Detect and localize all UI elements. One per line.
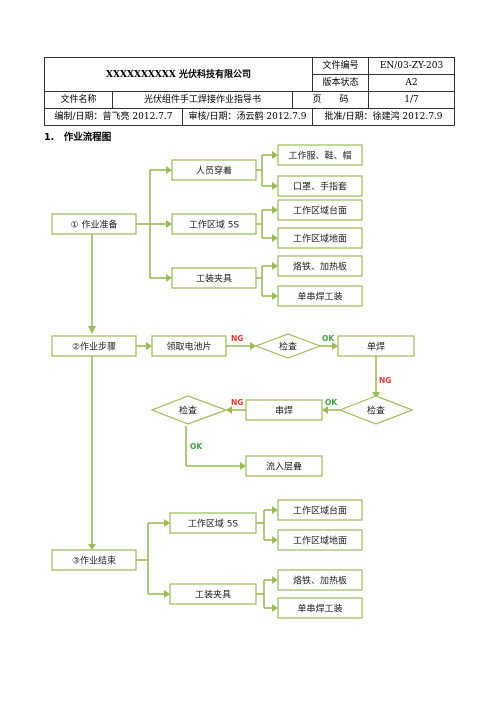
node-stack: 流入层叠 [245,455,323,477]
node-check-1-label: 检查 [279,341,297,353]
node-fixture-1b-label: 烙铁、加热板 [293,575,347,587]
node-end: ③作业结束 [51,549,137,571]
node-prep-label: ① 作业准备 [71,219,118,231]
node-area-2b-label: 工作区域地面 [293,535,347,547]
node-fixture-2b-label: 单串焊工装 [297,603,342,615]
node-attire-label: 人员穿着 [196,165,232,177]
node-prep: ① 作业准备 [51,213,137,235]
node-check-2: 检查 [338,395,414,425]
node-string-weld: 串焊 [245,399,323,421]
ng-label-3: NG [231,398,243,407]
node-check-3-label: 检查 [179,405,197,417]
node-area-2a-label: 工作区域地面 [293,233,347,245]
compiled-by: 编制/日期：曾飞亮 2012.7.7 [44,108,183,126]
ok-label-3: OK [190,442,203,451]
node-area5s-a: 工作区域 5S [171,213,257,235]
node-area5s-b-label: 工作区域 5S [188,518,239,530]
node-area-2b: 工作区域地面 [277,529,363,551]
arrowheads [88,151,380,612]
ng-label-1: NG [231,334,243,343]
node-area-2a: 工作区域地面 [277,227,363,249]
node-area-1a-label: 工作区域台面 [293,205,347,217]
section-title: 1. 作业流程图 [44,132,112,143]
node-area-1b: 工作区域台面 [277,499,363,521]
node-steps: ②作业步骤 [51,335,137,357]
reviewed-by: 审核/日期：汤云鹤 2012.7.9 [181,108,314,126]
ok-label-2: OK [325,398,338,407]
node-attire-2: 口罩、手指套 [277,175,363,197]
node-fixture-2b: 单串焊工装 [277,597,363,619]
ok-label-1: OK [322,334,335,343]
node-stack-label: 流入层叠 [266,461,302,473]
node-attire-1-label: 工作服、鞋、帽 [288,150,351,162]
node-fixture-b-label: 工装夹具 [195,589,231,601]
node-string-weld-label: 串焊 [275,405,293,417]
node-get-cells-label: 领取电池片 [166,341,211,353]
node-fixture-1b: 烙铁、加热板 [277,569,363,591]
approved-by: 批准/日期：徐建鸿 2012.7.9 [312,108,456,126]
ng-label-2: NG [379,376,391,385]
node-check-1: 检查 [254,333,322,359]
node-attire-2-label: 口罩、手指套 [293,181,347,193]
node-attire-1: 工作服、鞋、帽 [277,144,363,166]
node-fixture-a: 工装夹具 [171,267,257,289]
node-fixture-2a-label: 单串焊工装 [297,291,342,303]
node-attire: 人员穿着 [171,159,257,181]
node-fixture-a-label: 工装夹具 [196,273,232,285]
connector-lines [91,154,377,609]
node-check-2-label: 检查 [367,405,385,417]
node-area5s-a-label: 工作区域 5S [189,219,240,231]
node-area5s-b: 工作区域 5S [169,512,257,534]
node-check-3: 检查 [150,395,228,425]
node-fixture-2a: 单串焊工装 [277,285,363,307]
node-area-1b-label: 工作区域台面 [293,505,347,517]
node-fixture-b: 工装夹具 [169,583,257,605]
document-header-table: XXXXXXXXXX 光伏科技有限公司 文件编号 EN/03-ZY-203 版本… [43,57,456,126]
node-fixture-1a: 烙铁、加热板 [277,255,363,277]
node-fixture-1a-label: 烙铁、加热板 [293,261,347,273]
node-area-1a: 工作区域台面 [277,199,363,221]
node-single-weld-label: 单焊 [367,341,385,353]
node-end-label: ③作业结束 [72,555,116,567]
node-steps-label: ②作业步骤 [72,341,116,353]
node-single-weld: 单焊 [337,335,415,357]
node-get-cells: 领取电池片 [151,335,227,357]
